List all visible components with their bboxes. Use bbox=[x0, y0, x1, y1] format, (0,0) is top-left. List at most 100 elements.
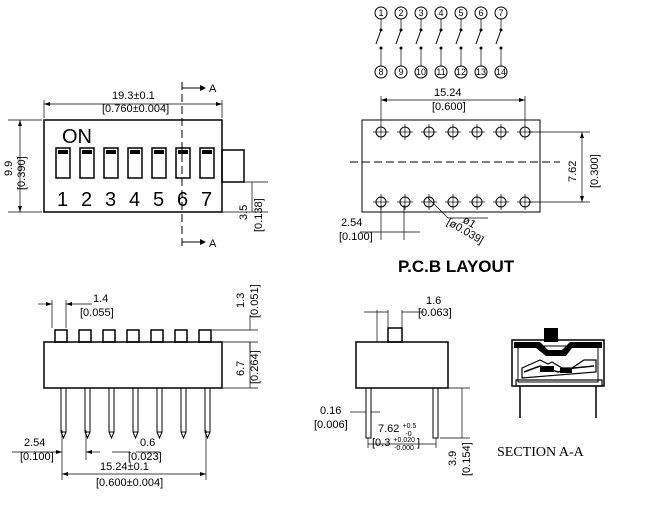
schematic-pin-label-9: 9 bbox=[398, 67, 403, 77]
width-dim-label: 19.3±0.1 bbox=[112, 90, 155, 102]
front-pin bbox=[108, 387, 115, 433]
section-actuator bbox=[544, 328, 558, 342]
front-view: 1.4 [0.055] 1.3 [0.051] 6.7 [0.264] 2.54… bbox=[12, 284, 261, 489]
front-pitch-label: 2.54 bbox=[24, 437, 45, 449]
switch-number-2: 2 bbox=[81, 189, 92, 211]
pcb-hole-group bbox=[373, 124, 533, 210]
front-span-inch: [0.600±0.004] bbox=[96, 477, 163, 489]
schematic-pin-label-7: 7 bbox=[498, 8, 503, 18]
front-actuator bbox=[150, 329, 164, 343]
schematic-contact-2 bbox=[395, 29, 402, 45]
pcb-row-inch: [0.300] bbox=[589, 154, 601, 188]
schematic-contact-4 bbox=[435, 29, 442, 45]
body-dim-inch: [0.264] bbox=[249, 350, 261, 384]
dip-switch-7 bbox=[199, 147, 215, 179]
section-label: SECTION A-A bbox=[497, 445, 585, 460]
section-view: SECTION A-A bbox=[497, 328, 605, 460]
pcb-row-label: 7.62 bbox=[567, 161, 579, 182]
schematic-pin-11 bbox=[434, 65, 448, 79]
front-pin-group bbox=[60, 387, 211, 440]
dip-switch-lever-2 bbox=[82, 150, 92, 154]
schematic-pin-label-12: 12 bbox=[456, 67, 466, 77]
front-actuator bbox=[102, 329, 116, 343]
side-lead-left bbox=[365, 387, 372, 439]
height-dim-label: 9.9 bbox=[3, 161, 15, 176]
side-view-actuator bbox=[387, 327, 403, 343]
front-view-body bbox=[43, 341, 223, 389]
dip-switch-6 bbox=[175, 147, 191, 179]
dip-switch-lever-4 bbox=[130, 150, 140, 154]
switch-number-5: 5 bbox=[153, 189, 164, 211]
actuator-dim-inch: [0.051] bbox=[249, 284, 261, 318]
schematic-contact-3 bbox=[415, 29, 422, 45]
dip-switch-lever-1 bbox=[58, 150, 68, 154]
side-row-inch-tol-plus: +0.020 bbox=[393, 437, 415, 444]
svg-text:[0.3 +0.020 -0.000: [0.3 +0.020 -0.000 ] bbox=[372, 433, 420, 453]
schematic-pin-13 bbox=[474, 65, 488, 79]
schematic-pin-8 bbox=[374, 65, 388, 79]
schematic-pin-label-13: 13 bbox=[476, 67, 486, 77]
dip-switch-lever-3 bbox=[106, 150, 116, 154]
schematic-pin-label-2: 2 bbox=[398, 8, 403, 18]
side-lead-right bbox=[432, 387, 439, 439]
dip-switch-2 bbox=[79, 147, 95, 179]
dip-switch-lever-7 bbox=[202, 150, 212, 154]
schematic-pin-label-3: 3 bbox=[418, 8, 423, 18]
offset-dim-inch: [0.138] bbox=[253, 198, 265, 232]
dip-switch-4 bbox=[127, 147, 143, 179]
side-lead-inch: [0.154] bbox=[461, 442, 473, 476]
actuator-dim-label: 1.3 bbox=[235, 293, 247, 308]
side-row-inch-end: ] bbox=[417, 437, 420, 449]
schematic-contact-5 bbox=[455, 29, 462, 45]
svg-text:7.62 +0.5 -0: 7.62 +0.5 -0 bbox=[378, 419, 419, 438]
schematic-pin-9 bbox=[394, 65, 408, 79]
switch-number-3: 3 bbox=[105, 189, 116, 211]
schematic-pin-label-5: 5 bbox=[458, 8, 463, 18]
side-thick-inch: [0.006] bbox=[314, 419, 348, 431]
side-row-tol-plus: +0.5 bbox=[402, 423, 416, 430]
pcb-hole-label: ø1 bbox=[461, 214, 478, 231]
side-row-label: 7.62 bbox=[378, 423, 399, 435]
front-actuator bbox=[126, 329, 140, 343]
side-row-tol-minus: -0 bbox=[405, 431, 411, 438]
offset-dim-label: 3.5 bbox=[238, 205, 250, 220]
front-pin bbox=[60, 387, 67, 433]
section-marker-top: A bbox=[209, 83, 217, 95]
switch-group bbox=[55, 147, 215, 179]
pcb-layout: 15.24 [0.600] 7.62 [0.300] 2.54 [0.100] … bbox=[339, 87, 601, 276]
schematic-pin-10 bbox=[414, 65, 428, 79]
side-top-dim-inch: [0.063] bbox=[418, 307, 452, 319]
schematic-contact-7 bbox=[495, 29, 502, 45]
schematic-pin-12 bbox=[454, 65, 468, 79]
front-actuator bbox=[174, 329, 188, 343]
side-row-inch: [0.3 bbox=[372, 437, 390, 449]
front-pin bbox=[84, 387, 91, 433]
schematic-pin-label-1: 1 bbox=[378, 8, 383, 18]
actuator-group bbox=[54, 329, 212, 343]
front-span-label: 15.24±0.1 bbox=[100, 461, 149, 473]
height-dim-inch: [0.390] bbox=[16, 156, 28, 190]
top-view-side-tab bbox=[221, 149, 245, 183]
front-pin bbox=[132, 387, 139, 433]
schematic-pin-label-8: 8 bbox=[378, 67, 383, 77]
side-lead-label: 3.9 bbox=[447, 451, 459, 466]
pin-dim-inch: [0.023] bbox=[128, 451, 162, 463]
section-arrowhead-top bbox=[200, 85, 206, 91]
schematic-contact-1 bbox=[375, 29, 382, 45]
pin-dim-label: 0.6 bbox=[140, 437, 155, 449]
front-pin bbox=[156, 387, 163, 433]
side-top-dim-label: 1.6 bbox=[426, 295, 441, 307]
dip-switch-lever-6 bbox=[178, 150, 188, 154]
side-view: 1.6 [0.063] 0.16 [0.006] 7.62 +0.5 -0 [0… bbox=[314, 295, 473, 476]
side-thick-label: 0.16 bbox=[320, 405, 341, 417]
switch-number-7: 7 bbox=[201, 189, 212, 211]
on-label: ON bbox=[62, 126, 92, 148]
front-pin bbox=[204, 387, 211, 433]
pcb-outline bbox=[361, 119, 541, 213]
side-row-inch-tol-minus: -0.000 bbox=[394, 445, 414, 452]
section-arrowhead-bottom bbox=[200, 239, 206, 245]
lead-dim-label: 1.4 bbox=[93, 293, 108, 305]
